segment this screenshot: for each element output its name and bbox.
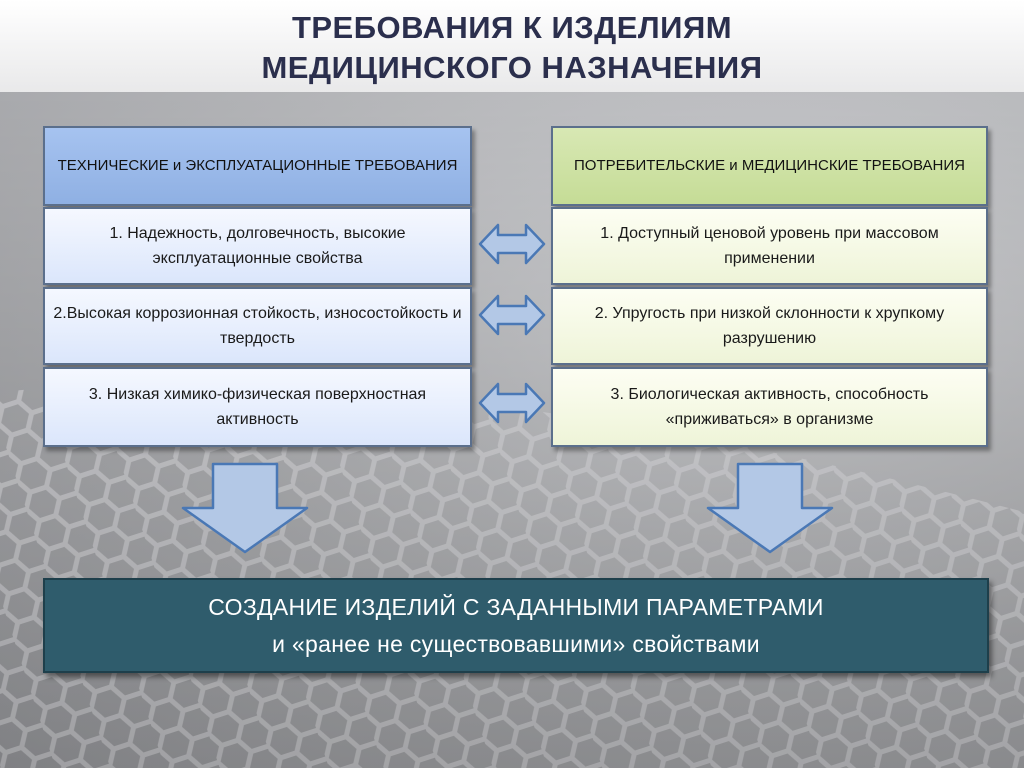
page-title-line-2: МЕДИЦИНСКОГО НАЗНАЧЕНИЯ bbox=[261, 50, 763, 85]
right-item-1: 1. Доступный ценовой уровень при массово… bbox=[551, 207, 988, 285]
left-item-1-text: 1. Надежность, долговечность, высокие эк… bbox=[109, 225, 406, 267]
page-title-line-1: ТРЕБОВАНИЯ К ИЗДЕЛИЯМ bbox=[291, 10, 733, 45]
left-item-3-text: 3. Низкая химико-физическая поверхностна… bbox=[88, 386, 427, 428]
left-column-header-text: ТЕХНИЧЕСКИЕ и ЭКСПЛУАТАЦИОННЫЕ ТРЕБОВАНИ… bbox=[57, 157, 458, 174]
left-item-2: 2.Высокая коррозионная стойкость, износо… bbox=[43, 287, 472, 365]
title-bar: ТРЕБОВАНИЯ К ИЗДЕЛИЯМ МЕДИЦИНСКОГО НАЗНА… bbox=[0, 0, 1024, 92]
double-arrow-icon-1 bbox=[478, 223, 546, 265]
right-column-header-text: ПОТРЕБИТЕЛЬСКИЕ и МЕДИЦИНСКИЕ ТРЕБОВАНИЯ bbox=[574, 157, 965, 174]
result-line-2: и «ранее не существовавшими» свойствами bbox=[272, 631, 760, 657]
down-arrow-icon-left bbox=[181, 462, 309, 554]
right-item-2: 2. Упругость при низкой склонности к хру… bbox=[551, 287, 988, 365]
double-arrow-icon-3 bbox=[478, 382, 546, 424]
left-item-3: 3. Низкая химико-физическая поверхностна… bbox=[43, 367, 472, 447]
left-item-2-text: 2.Высокая коррозионная стойкость, износо… bbox=[53, 305, 462, 347]
right-column-header: ПОТРЕБИТЕЛЬСКИЕ и МЕДИЦИНСКИЕ ТРЕБОВАНИЯ bbox=[551, 126, 988, 206]
result-line-1: СОЗДАНИЕ ИЗДЕЛИЙ С ЗАДАННЫМИ ПАРАМЕТРАМИ bbox=[208, 594, 824, 620]
left-column-header: ТЕХНИЧЕСКИЕ и ЭКСПЛУАТАЦИОННЫЕ ТРЕБОВАНИ… bbox=[43, 126, 472, 206]
right-item-2-text: 2. Упругость при низкой склонности к хру… bbox=[594, 305, 945, 347]
left-item-1: 1. Надежность, долговечность, высокие эк… bbox=[43, 207, 472, 285]
right-item-3-text: 3. Биологическая активность, способность… bbox=[610, 386, 929, 428]
double-arrow-icon-2 bbox=[478, 294, 546, 336]
right-item-1-text: 1. Доступный ценовой уровень при массово… bbox=[600, 225, 939, 267]
down-arrow-icon-right bbox=[706, 462, 834, 554]
right-item-3: 3. Биологическая активность, способность… bbox=[551, 367, 988, 447]
result-box: СОЗДАНИЕ ИЗДЕЛИЙ С ЗАДАННЫМИ ПАРАМЕТРАМИ… bbox=[43, 578, 989, 673]
